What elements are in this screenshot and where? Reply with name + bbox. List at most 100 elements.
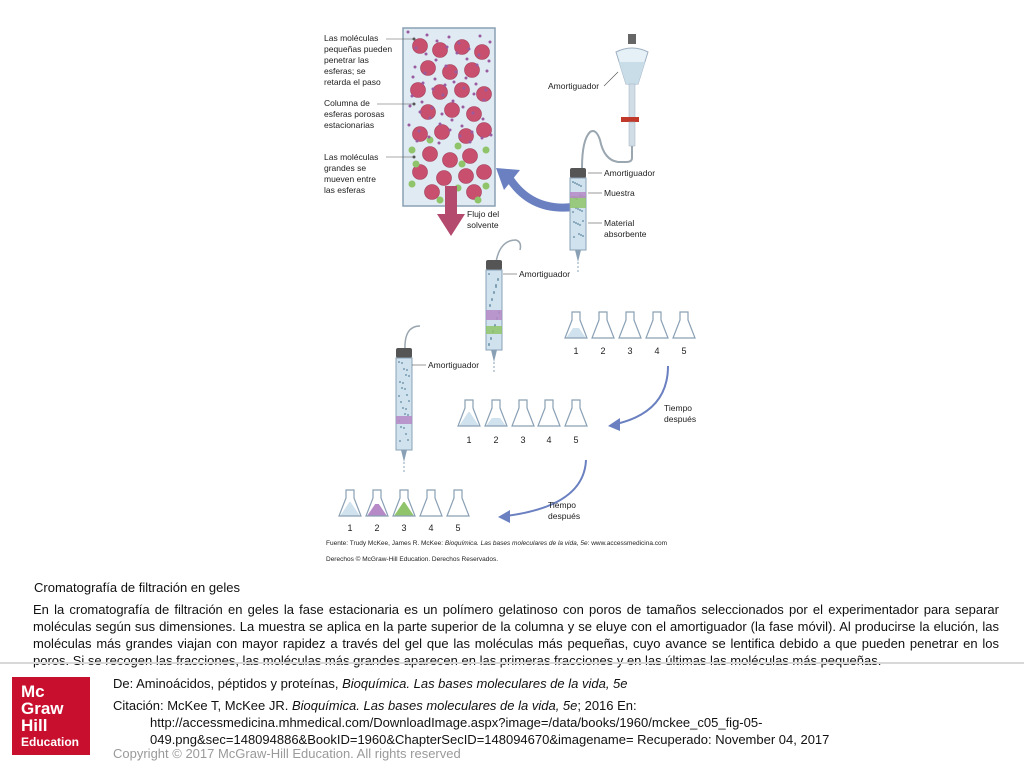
svg-text:grandes se: grandes se — [324, 163, 366, 173]
large-bead — [420, 60, 436, 76]
column1-buffer-label: Amortiguador — [604, 168, 655, 178]
tiny-dot — [427, 135, 431, 139]
tiny-dot — [458, 134, 462, 138]
flask-number-row3-5: 5 — [455, 523, 460, 533]
tiny-dot — [418, 110, 422, 114]
tiny-dot — [410, 94, 414, 98]
tiny-dot — [441, 93, 445, 97]
tiny-dot — [424, 52, 428, 56]
tiny-dot — [487, 59, 491, 63]
citation-url[interactable]: http://accessmedicina.mhmedical.com/Down… — [150, 715, 830, 747]
tiny-dot — [461, 105, 465, 109]
citation: Citación: McKee T, McKee JR. Bioquímica.… — [113, 697, 993, 748]
time-later-label-2a: Tiempo — [548, 500, 576, 510]
logo-line-4: Education — [21, 735, 80, 749]
svg-text:Las moléculas: Las moléculas — [324, 152, 378, 162]
flask-number-row3-1: 1 — [347, 523, 352, 533]
svg-text:las esferas: las esferas — [324, 185, 365, 195]
tiny-dot — [421, 81, 425, 85]
small-molecule — [408, 146, 416, 154]
column-stage-3 — [395, 348, 413, 474]
flask-number-row1-3: 3 — [627, 346, 632, 356]
svg-text:pequeñas pueden: pequeñas pueden — [324, 44, 392, 54]
tiny-dot — [460, 124, 464, 128]
flask-row1-5 — [672, 311, 696, 339]
svg-text:retarda el paso: retarda el paso — [324, 77, 381, 87]
flask-number-row2-3: 3 — [520, 435, 525, 445]
logo-line-3: Hill — [21, 716, 48, 735]
tiny-dot — [406, 30, 410, 34]
flask-number-row1-1: 1 — [573, 346, 578, 356]
flask-number-row1-4: 4 — [654, 346, 659, 356]
time-later-label-1b: después — [664, 414, 696, 424]
small-molecule — [458, 160, 466, 168]
small-molecule — [436, 196, 444, 204]
caption-title: Cromatografía de filtración en geles — [34, 580, 240, 595]
tiny-dot — [464, 76, 468, 80]
tiny-dot — [454, 70, 458, 74]
flask-number-row2-2: 2 — [493, 435, 498, 445]
svg-text:estacionarias: estacionarias — [324, 120, 374, 130]
flask-row2-2 — [484, 399, 508, 427]
tiny-dot — [462, 86, 466, 90]
tiny-dot — [450, 118, 454, 122]
tiny-dot — [417, 129, 421, 133]
flask-number-row2-5: 5 — [573, 435, 578, 445]
mcgraw-hill-logo: Mc Graw Hill Education — [12, 677, 90, 755]
tiny-dot — [413, 65, 417, 69]
large-bead — [412, 126, 428, 142]
large-bead — [444, 102, 460, 118]
flask-number-row1-2: 2 — [600, 346, 605, 356]
svg-text:mueven entre: mueven entre — [324, 174, 376, 184]
tiny-dot — [471, 111, 475, 115]
small-molecule — [408, 180, 416, 188]
tiny-dot — [485, 69, 489, 73]
time-later-label-2b: después — [548, 511, 580, 521]
logo-line-1: Mc — [21, 682, 45, 701]
svg-text:esferas porosas: esferas porosas — [324, 109, 384, 119]
bead-column-callout: Columna de esferas porosas estacionarias — [324, 98, 416, 130]
small-molecules-callout: Las moléculas pequeñas pueden penetrar l… — [324, 33, 416, 87]
caption-body: En la cromatografía de filtración en gel… — [33, 602, 999, 668]
column-stage-1 — [569, 168, 587, 274]
flask-row1-4 — [645, 311, 669, 339]
tiny-dot — [437, 141, 441, 145]
tiny-dot — [475, 63, 479, 67]
tiny-dot — [474, 82, 478, 86]
large-bead — [434, 124, 450, 140]
buffer-funnel — [615, 34, 649, 147]
tiny-dot — [484, 88, 488, 92]
column2-buffer-label: Amortiguador — [519, 269, 570, 279]
flask-number-row1-5: 5 — [681, 346, 686, 356]
solvent-flow-arrow — [437, 186, 465, 236]
large-bead — [422, 146, 438, 162]
flask-number-row3-3: 3 — [401, 523, 406, 533]
svg-text:Las moléculas: Las moléculas — [324, 33, 378, 43]
flask-row2-3 — [511, 399, 535, 427]
tiny-dot — [488, 40, 492, 44]
tiny-dot — [415, 139, 419, 143]
flask-row2-1 — [457, 399, 481, 427]
magnify-arrow — [504, 173, 574, 212]
tiny-dot — [425, 33, 429, 37]
tiny-dot — [435, 39, 439, 43]
svg-text:Columna de: Columna de — [324, 98, 370, 108]
solvent-flow-label-2: solvente — [467, 220, 499, 230]
column3-buffer-label: Amortiguador — [428, 360, 479, 370]
large-bead — [476, 122, 492, 138]
tiny-dot — [489, 133, 493, 137]
flask-row3-3 — [392, 489, 416, 517]
time-later-label-1a: Tiempo — [664, 403, 692, 413]
large-bead — [436, 170, 452, 186]
column1-absorbent-label-2: absorbente — [604, 229, 647, 239]
svg-text:Fuente: Trudy McKee, James R.: Fuente: Trudy McKee, James R. McKee: Bio… — [326, 540, 667, 547]
tiny-dot — [467, 47, 471, 51]
magnified-column — [402, 27, 496, 207]
small-molecule — [474, 196, 482, 204]
funnel-buffer-label: Amortiguador — [548, 81, 599, 91]
large-bead — [462, 148, 478, 164]
large-bead — [432, 84, 448, 100]
tiny-dot — [457, 41, 461, 45]
small-molecule — [412, 160, 420, 168]
column1-sample-label: Muestra — [604, 188, 635, 198]
